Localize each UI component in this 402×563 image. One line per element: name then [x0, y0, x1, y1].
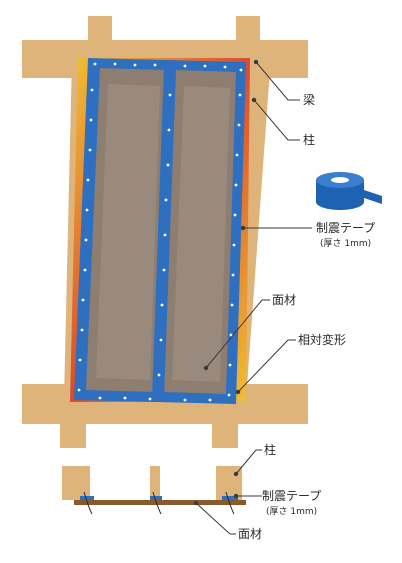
panel-shade-left — [96, 84, 160, 380]
fastener-dots — [77, 62, 243, 402]
section-nail-left — [83, 491, 93, 515]
damping-tape-center — [152, 66, 176, 398]
section-tape-right — [222, 496, 238, 500]
section-tape-left — [80, 496, 94, 500]
label-tape-bottom: 制震テープ — [262, 489, 321, 503]
label-tape-top-thickness: (厚さ 1mm) — [320, 238, 371, 249]
section-nail-center — [152, 491, 162, 515]
section-column-center — [150, 466, 160, 500]
label-tape-bottom-thickness: (厚さ 1mm) — [266, 506, 317, 517]
tape-roll-icon — [316, 172, 382, 210]
column-stub-top-right — [236, 16, 260, 42]
section-tape-center — [150, 496, 162, 500]
panel-shade-right — [172, 86, 230, 382]
column-stub-top-left — [88, 16, 112, 42]
column-stub-bottom-left — [60, 424, 86, 448]
leader-lines-upper — [203, 59, 312, 395]
label-panel-bottom: 面材 — [238, 527, 262, 541]
section-detail — [62, 466, 246, 515]
label-beam: 梁 — [303, 92, 315, 107]
leader-lines-lower — [193, 449, 262, 535]
section-panel — [74, 500, 246, 505]
section-nail-right — [225, 491, 235, 515]
wall-frame-elevation — [22, 16, 308, 448]
label-tape-top: 制震テープ — [316, 221, 375, 235]
label-column-top: 柱 — [303, 132, 315, 147]
section-column-left — [62, 466, 90, 500]
column-stub-bottom-right — [212, 424, 238, 448]
label-column-bottom: 柱 — [264, 442, 276, 457]
label-relative-deformation: 相対変形 — [298, 332, 346, 347]
label-panel: 面材 — [272, 293, 296, 307]
